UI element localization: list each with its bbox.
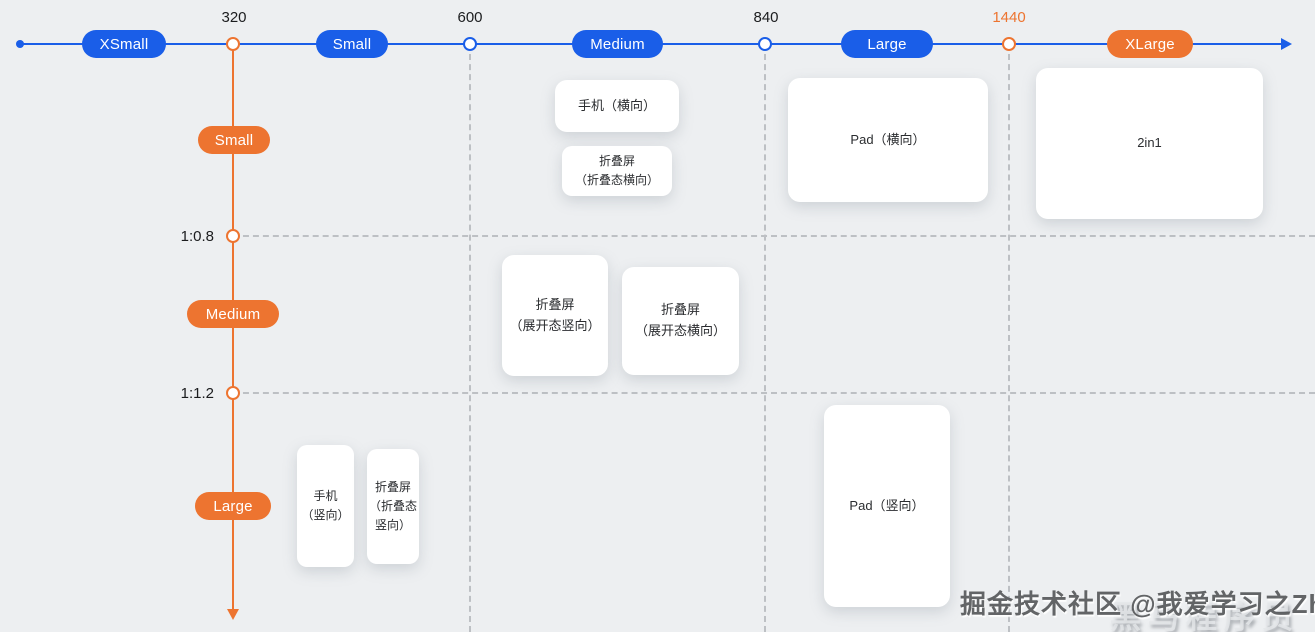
pill-medium: Medium [572, 30, 663, 58]
ratio-label-1-1.2: 1:1.2 [180, 385, 214, 402]
tick-label-320: 320 [221, 9, 247, 26]
gridline-horizontal-1-0.8 [233, 235, 1315, 237]
pill-xsmall: XSmall [82, 30, 166, 58]
gridline-horizontal-1-1.2 [233, 392, 1315, 394]
card-phone-portrait: 手机 （竖向） [297, 445, 354, 567]
card-foldable-folded-portrait: 折叠屏 （折叠态 竖向） [367, 449, 419, 564]
node-1440 [1002, 37, 1016, 51]
ratio-label-1-0.8: 1:0.8 [180, 228, 214, 245]
card-pad-landscape: Pad（横向） [788, 78, 988, 202]
tick-label-840: 840 [753, 9, 779, 26]
tick-label-1440: 1440 [992, 9, 1026, 26]
card-2in1: 2in1 [1036, 68, 1263, 219]
card-phone-landscape: 手机（横向） [555, 80, 679, 132]
pill-small: Small [316, 30, 388, 58]
gridline-vertical-1440 [1008, 44, 1010, 632]
watermark-juejin: 掘金技术社区 @我爱学习之Zhj [960, 589, 1315, 619]
watermark-overlay: 黑马程序员 [1110, 600, 1300, 632]
axis-start-dot [16, 40, 24, 48]
down-arrow-icon [227, 609, 239, 620]
pill-large: Large [841, 30, 933, 58]
card-pad-portrait: Pad（竖向） [824, 405, 950, 607]
pill-ratio-small: Small [198, 126, 270, 154]
node-600 [463, 37, 477, 51]
card-foldable-folded-landscape: 折叠屏 （折叠态横向） [562, 146, 672, 196]
gridline-vertical-840 [764, 44, 766, 632]
pill-xlarge: XLarge [1107, 30, 1193, 58]
node-ratio-1-0.8 [226, 229, 240, 243]
card-foldable-unfolded-portrait: 折叠屏 （展开态竖向） [502, 255, 608, 376]
gridline-vertical-600 [469, 44, 471, 632]
node-320 [226, 37, 240, 51]
card-foldable-unfolded-landscape: 折叠屏 （展开态横向） [622, 267, 739, 375]
pill-ratio-medium: Medium [187, 300, 279, 328]
node-ratio-1-1.2 [226, 386, 240, 400]
pill-ratio-large: Large [195, 492, 271, 520]
node-840 [758, 37, 772, 51]
right-arrow-icon [1281, 38, 1292, 50]
tick-label-600: 600 [457, 9, 483, 26]
